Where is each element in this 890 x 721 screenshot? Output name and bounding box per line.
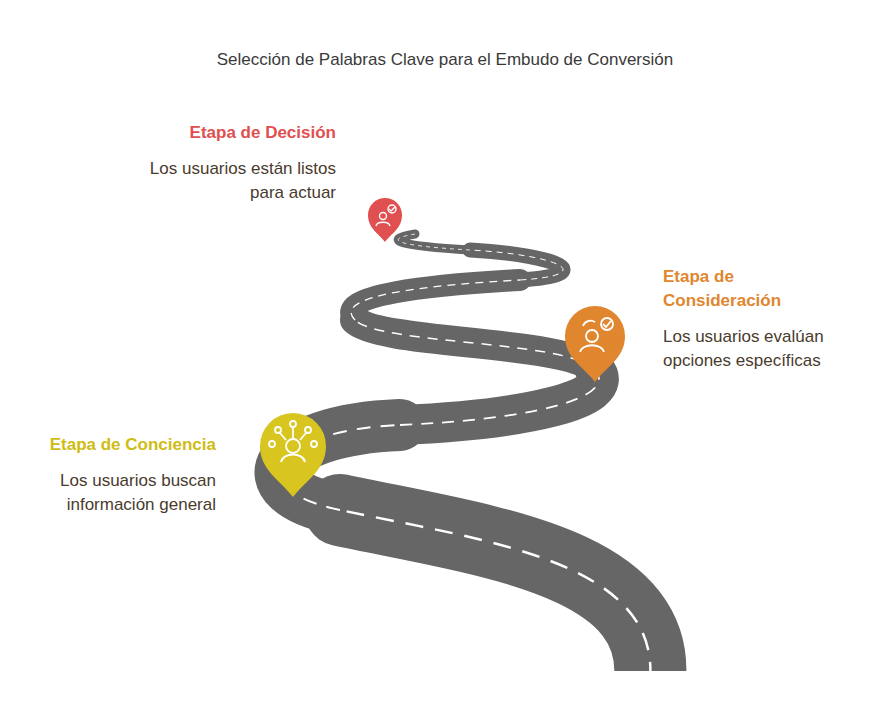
stage-label: Etapa de ConcienciaLos usuarios buscan i… [26,433,216,517]
map-pin [368,198,402,242]
diagram-title: Selección de Palabras Clave para el Embu… [0,50,890,70]
stage-description: Los usuarios están listos para actuar [146,157,336,205]
stage-label: Etapa de DecisiónLos usuarios están list… [146,121,336,205]
stage-label: Etapa de ConsideraciónLos usuarios evalú… [663,265,868,373]
stage-description: Los usuarios evalúan opciones específica… [663,325,868,373]
stage-heading: Etapa de Conciencia [26,433,216,457]
map-pin [260,413,326,497]
map-pin [565,306,625,382]
stage-heading: Etapa de Consideración [663,265,813,313]
stage-description: Los usuarios buscan información general [26,469,216,517]
stage-heading: Etapa de Decisión [146,121,336,145]
